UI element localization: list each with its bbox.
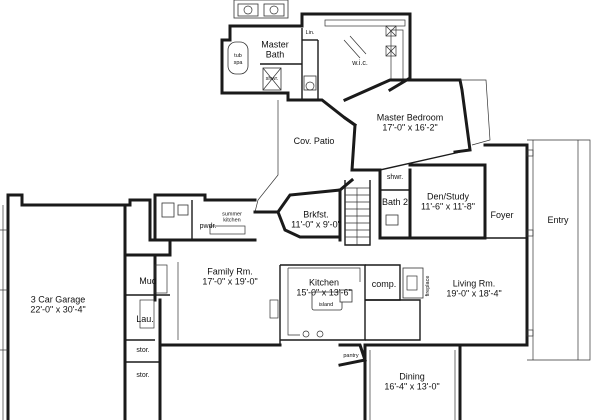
living-foyer-walls (363, 139, 591, 361)
den-study-label: Den/Study 11'-6" x 11'-8" (421, 192, 475, 213)
linen-label: Lin. (305, 29, 315, 36)
family-room-label: Family Rm. 17'-0" x 19'-0" (202, 267, 257, 288)
kitchen-name: Kitchen (308, 277, 340, 288)
bath2-number: 2 (403, 196, 409, 207)
living-room-label: Living Rm. 19'-0" x 18'-4" (446, 279, 501, 300)
tub-label: tub (234, 52, 242, 59)
kitchen-label: Kitchen 15'-0" x 13'-6" (296, 278, 351, 299)
master-shower-label: shwr. (265, 75, 279, 82)
bath2-shower-label: shwr. (386, 173, 404, 181)
den-study-name: Den/Study (426, 191, 470, 202)
den-study-size: 11'-6" x 11'-8" (420, 202, 476, 212)
storage-label-2: stor. (136, 371, 150, 379)
bath2-den-walls (378, 163, 487, 240)
family-room-name: Family Rm. (207, 266, 253, 277)
master-bedroom-size: 17'-0" x 16'-2" (382, 123, 438, 133)
living-room-name: Living Rm. (452, 278, 496, 289)
summer-kitchen-line1: summer (222, 211, 242, 218)
computer-nook-label: comp. (371, 278, 397, 289)
island-label: island (318, 301, 334, 308)
master-bath-name2: Bath (265, 50, 285, 60)
breakfast-name: Brkfst. (303, 209, 329, 220)
dining-room-size: 16'-4" x 13'-0" (384, 382, 440, 392)
garage-walls (0, 193, 157, 420)
comp-pantry-walls (338, 264, 421, 367)
master-suite-walls (220, 12, 412, 128)
family-room-size: 17'-0" x 19'-0" (202, 277, 258, 287)
master-bedroom-name: Master Bedroom (376, 112, 444, 123)
powder-room-label: pwdr. (199, 222, 217, 230)
garage-label: 3 Car Garage 22'-0" x 30'-4" (30, 295, 85, 316)
garage-size: 22'-0" x 30'-4" (30, 305, 86, 315)
kitchen-walls (280, 264, 366, 341)
summer-kitchen-line2: kitchen (223, 218, 241, 224)
breakfast-size: 11'-0" x 9'-0" (291, 220, 341, 230)
fireplace-label: fireplace (424, 275, 431, 297)
bath2-name: Bath (381, 196, 401, 207)
foyer-label: Foyer (490, 209, 514, 220)
dining-walls (363, 343, 462, 420)
summer-kitchen-label: summer kitchen (222, 212, 242, 225)
fireplace (402, 267, 424, 299)
family-room-walls (153, 238, 282, 347)
living-room-size: 19'-0" x 18'-4" (446, 289, 502, 299)
spa-label: spa (233, 59, 243, 66)
laundry-label: Lau. (136, 313, 154, 324)
double-sink (233, 0, 289, 19)
master-bath-name: Master (261, 39, 289, 50)
patio-breakfast-walls (253, 100, 371, 246)
master-bedroom-walls (342, 78, 491, 172)
master-bath-label: Master Bath (261, 40, 289, 61)
pantry-label: pantry (343, 352, 359, 359)
covered-patio-label: Cov. Patio (293, 135, 335, 146)
kitchen-size: 15'-0" x 13'-6" (296, 288, 352, 298)
dining-room-name: Dining (399, 371, 425, 382)
entry-label: Entry (547, 214, 569, 225)
master-bedroom-label: Master Bedroom 17'-0" x 16'-2" (377, 113, 444, 134)
dining-room-label: Dining 16'-4" x 13'-0" (384, 372, 439, 393)
garage-name: 3 Car Garage (30, 294, 86, 305)
mud-room-label: Mud (139, 275, 157, 286)
bath2-label: Bath 2 (382, 197, 408, 207)
walk-in-closet-label: w.i.c. (352, 59, 368, 67)
breakfast-label: Brkfst. 11'-0" x 9'-0" (291, 210, 341, 231)
storage-label-1: stor. (136, 346, 150, 354)
